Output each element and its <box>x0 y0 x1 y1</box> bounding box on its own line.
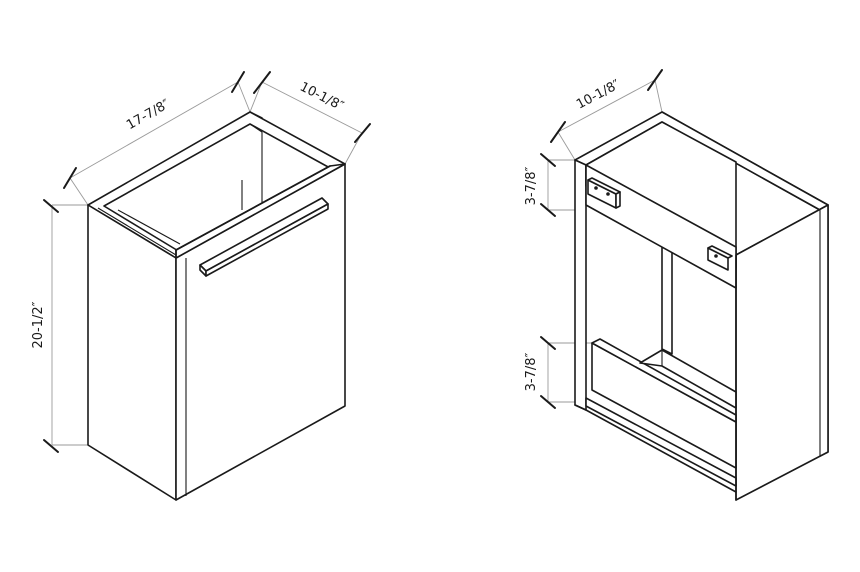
door-handle <box>199 197 329 277</box>
frame-left-stile <box>574 159 587 411</box>
height-dimension: 20-1/2″ <box>31 199 88 453</box>
frame-depth-label: 10-1/8″ <box>574 77 623 112</box>
upper-rail-label: 3-7/8″ <box>524 166 539 205</box>
lower-rail-dimension: 3-7/8″ <box>524 336 592 409</box>
width-label: 17-7/8″ <box>124 97 172 133</box>
lower-rail-label: 3-7/8″ <box>524 352 539 391</box>
height-label: 20-1/2″ <box>31 301 46 348</box>
closed-cabinet-view: 17-7/8″ 10-1/8″ 20-1/2″ <box>31 71 371 501</box>
depth-label: 10-1/8″ <box>297 80 346 115</box>
upper-rail-dimension: 3-7/8″ <box>524 153 575 217</box>
frame-side-face <box>735 204 829 501</box>
cabinet-side-panel <box>87 204 177 501</box>
mounting-bracket-left <box>587 177 621 209</box>
open-frame-view: 10-1/8″ 3-7/8″ 3-7/8″ <box>524 69 829 501</box>
mounting-bracket-right <box>707 245 733 271</box>
